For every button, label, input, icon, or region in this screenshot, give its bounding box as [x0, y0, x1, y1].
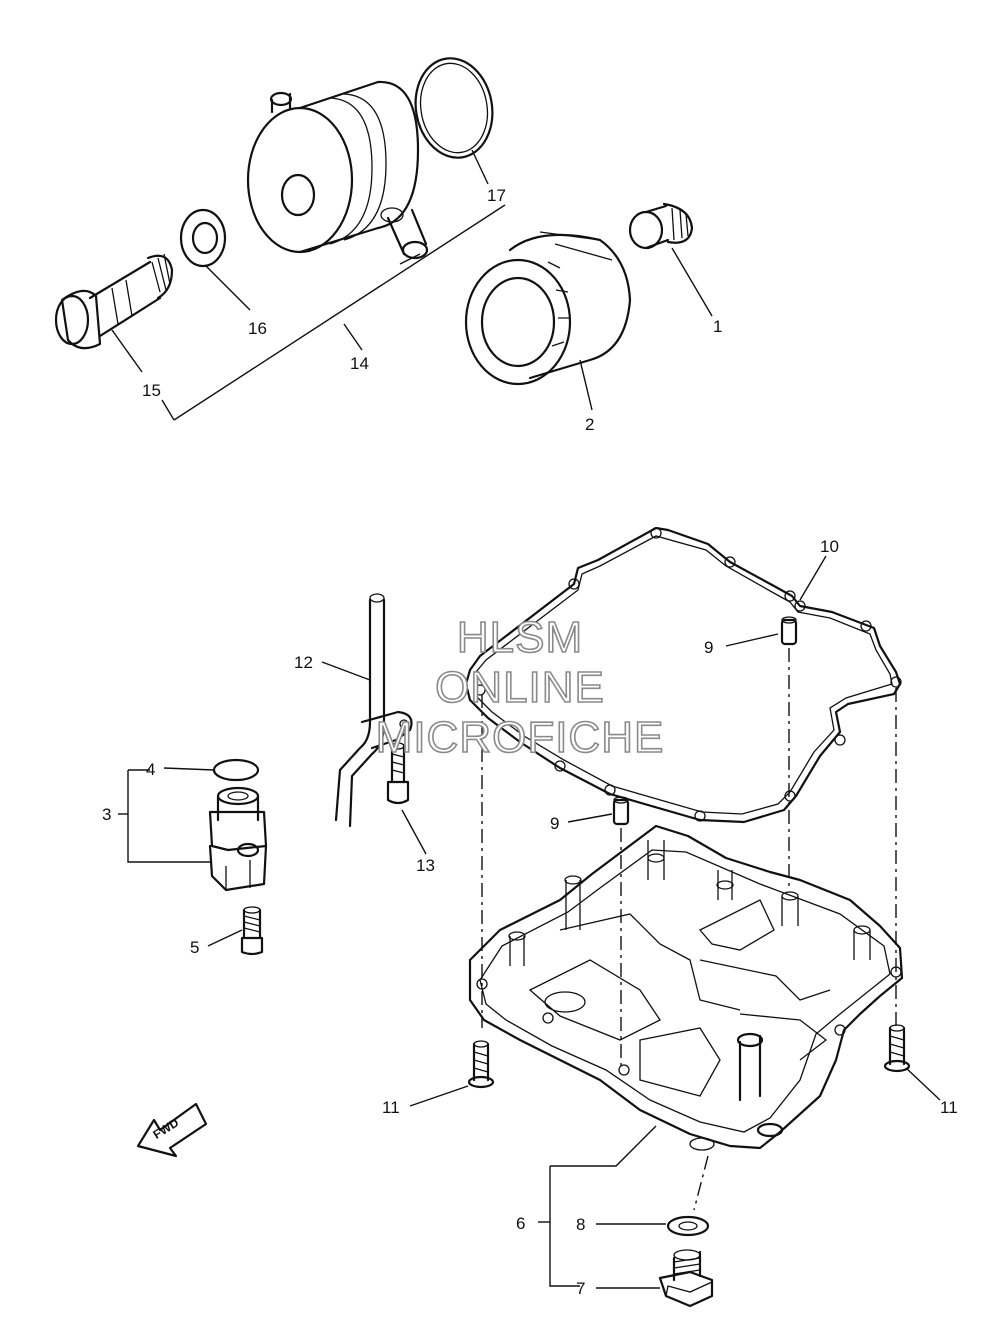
dowel-pin-9-lower[interactable]	[612, 796, 630, 826]
callout-7: 7	[576, 1279, 585, 1298]
fwd-arrow-icon: FWD	[136, 1102, 208, 1158]
callout-11-left: 11	[382, 1098, 400, 1117]
callout-4: 4	[146, 760, 155, 779]
callout-17: 17	[487, 186, 506, 205]
o-ring-17[interactable]	[408, 52, 500, 164]
bolt-11-left[interactable]	[467, 1040, 495, 1089]
alignment-lines	[481, 648, 897, 1211]
callout-9-upper: 9	[704, 638, 713, 657]
callout-2: 2	[585, 415, 594, 434]
gasket-10[interactable]	[464, 526, 902, 824]
callout-labels: 17 16 15 14 2 1 10 9 9 12 13 4 3 5 11 11…	[102, 186, 958, 1298]
callout-14: 14	[350, 354, 369, 373]
bolt-13[interactable]	[386, 742, 410, 805]
oil-cooler[interactable]	[246, 80, 429, 260]
bolt-11-right[interactable]	[883, 1024, 911, 1073]
dowel-pin-9-upper[interactable]	[780, 616, 798, 646]
callout-16: 16	[248, 319, 267, 338]
watermark-line-2: ONLINE	[435, 663, 605, 712]
callout-11-right: 11	[940, 1098, 958, 1117]
callout-9-lower: 9	[550, 814, 559, 833]
watermark: HLSM ONLINE MICROFICHE	[375, 612, 665, 763]
callout-1: 1	[713, 317, 722, 336]
watermark-line-1: HLSM	[457, 613, 583, 662]
callout-5: 5	[190, 938, 199, 957]
fwd-label: FWD	[151, 1115, 182, 1142]
leader-lines-top	[111, 149, 713, 421]
callout-13: 13	[416, 856, 435, 875]
o-ring-4[interactable]	[212, 758, 260, 782]
drain-bolt-7[interactable]	[658, 1249, 714, 1308]
callout-3: 3	[102, 805, 111, 824]
relief-valve-3[interactable]	[208, 786, 268, 892]
watermark-line-3: MICROFICHE	[376, 713, 665, 762]
screw-5[interactable]	[240, 906, 264, 956]
washer-8[interactable]	[666, 1215, 710, 1237]
leader-lines-lower	[118, 555, 941, 1289]
callout-15: 15	[142, 381, 161, 400]
callout-6: 6	[516, 1214, 525, 1233]
oil-pan-6[interactable]	[468, 824, 904, 1151]
washer-16[interactable]	[179, 208, 227, 268]
pipe-12[interactable]	[334, 593, 413, 828]
callout-10: 10	[820, 537, 839, 556]
union-bolt-15[interactable]	[54, 253, 174, 350]
fitting-1[interactable]	[628, 202, 694, 250]
oil-filter-2[interactable]	[464, 231, 632, 386]
callout-12: 12	[294, 653, 313, 672]
callout-8: 8	[576, 1215, 585, 1234]
gasket-holes	[474, 527, 902, 822]
